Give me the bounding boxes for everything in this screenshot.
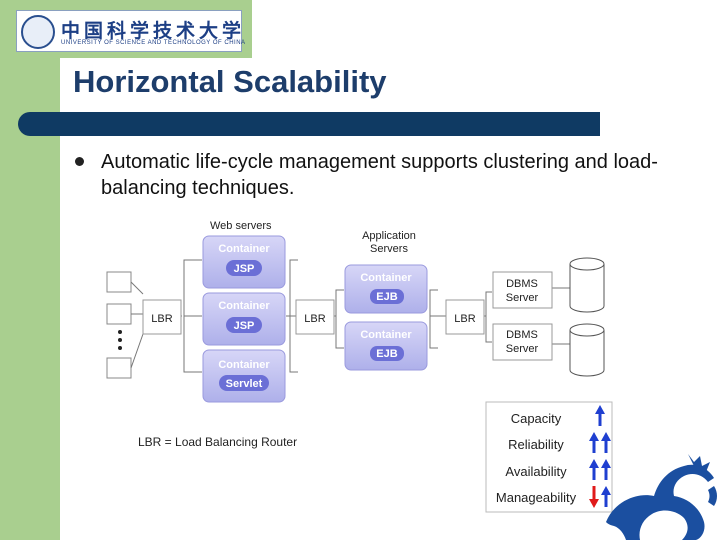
container-label: Container: [218, 359, 270, 371]
bullet-icon: [75, 157, 84, 166]
dbms-label-line2: Server: [506, 343, 539, 355]
load-balancer-1: LBR: [142, 299, 182, 335]
slide-title: Horizontal Scalability: [73, 64, 387, 99]
component-label: Servlet: [226, 378, 263, 390]
dbms-label-line1: DBMS: [506, 278, 538, 290]
database-icon: [569, 257, 605, 313]
up-arrow-icon: [601, 432, 611, 453]
component-label: JSP: [234, 263, 255, 275]
component-label: JSP: [234, 320, 255, 332]
component-label: EJB: [376, 291, 397, 303]
dbms-label-line2: Server: [506, 292, 539, 304]
down-arrow-icon: [589, 486, 599, 508]
qualities-panel: Capacity Reliability Availability Manage…: [485, 401, 613, 513]
lbr-label: LBR: [151, 313, 172, 325]
lbr-legend-note: LBR = Load Balancing Router: [138, 435, 297, 449]
dbms-label-line1: DBMS: [506, 329, 538, 341]
up-arrow-icon: [589, 459, 599, 480]
dbms-server-1: DBMS Server: [492, 271, 553, 309]
architecture-diagram: LBR LBR LBR Web servers Container JSP Co…: [106, 220, 613, 513]
bullet-text: Automatic life-cycle management supports…: [101, 151, 658, 199]
web-container-1: Container JSP: [202, 235, 286, 289]
container-label: Container: [360, 272, 412, 284]
up-arrow-icon: [589, 432, 599, 453]
quality-label: Capacity: [511, 411, 562, 426]
load-balancer-2: LBR: [295, 299, 335, 335]
container-label: Container: [360, 329, 412, 341]
load-balancer-3: LBR: [445, 299, 485, 335]
app-servers-label-line2: Servers: [370, 243, 408, 255]
database-icon: [569, 323, 605, 377]
quality-label: Manageability: [496, 490, 577, 505]
dragon-logo-icon: [606, 454, 717, 540]
client-nodes: [106, 271, 132, 379]
up-arrow-icon: [601, 459, 611, 480]
web-container-3: Container Servlet: [202, 349, 286, 403]
container-label: Container: [218, 243, 270, 255]
quality-label: Reliability: [508, 437, 564, 452]
left-accent-bar: [0, 0, 60, 540]
app-container-2: Container EJB: [344, 321, 428, 371]
up-arrow-icon: [601, 486, 611, 507]
component-label: EJB: [376, 348, 397, 360]
up-arrow-icon: [595, 405, 605, 426]
web-container-2: Container JSP: [202, 292, 286, 346]
app-servers-label-line1: Application: [362, 230, 416, 242]
university-seal-icon: [21, 15, 55, 49]
dbms-server-2: DBMS Server: [492, 323, 553, 361]
title-rule: [18, 112, 600, 136]
lbr-label: LBR: [454, 313, 475, 325]
university-logo: 中国科学技术大学 UNIVERSITY OF SCIENCE AND TECHN…: [16, 10, 246, 52]
web-servers-label: Web servers: [210, 220, 272, 232]
lbr-label: LBR: [304, 313, 325, 325]
quality-label: Availability: [505, 464, 567, 479]
logo-chinese-name: 中国科学技术大学: [61, 20, 246, 42]
app-container-1: Container EJB: [344, 264, 428, 314]
container-label: Container: [218, 300, 270, 312]
logo-english-name: UNIVERSITY OF SCIENCE AND TECHNOLOGY OF …: [61, 40, 246, 46]
connector-lines: [130, 259, 570, 373]
